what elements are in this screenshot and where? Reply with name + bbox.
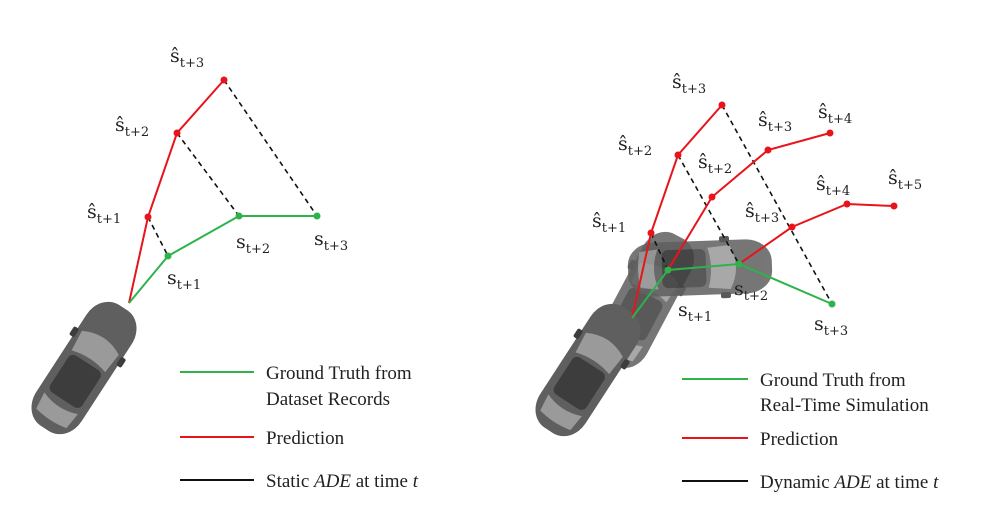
prediction-line-right-b	[667, 132, 831, 271]
prediction-line-right-a	[631, 104, 723, 319]
pred-point-t3	[220, 76, 228, 84]
ade-line-t1	[147, 216, 169, 257]
label-dyn-pred-c5: ŝt+5	[888, 167, 922, 193]
dyn-pred-b2	[708, 193, 716, 201]
label-pred-t1: ŝt+1	[87, 201, 121, 227]
label-gt-t2: st+2	[236, 231, 270, 257]
label-pred-t2: ŝt+2	[115, 114, 149, 140]
dyn-ade-line-t2	[677, 154, 740, 265]
gt-point-t3	[313, 212, 321, 220]
label-dyn-gt-t3: st+3	[814, 313, 848, 339]
legend-dyn-gt-label: Ground Truth from	[760, 370, 906, 391]
gt-point-t2	[235, 212, 243, 220]
ade-line-t3	[223, 79, 318, 217]
legend-left: Ground Truth from Dataset Records Predic…	[180, 363, 419, 492]
ego-car-left	[18, 290, 150, 446]
gt-point-t1	[164, 252, 172, 260]
dyn-pred-c3	[788, 223, 796, 231]
label-dyn-pred-c3: ŝt+3	[745, 200, 779, 226]
dyn-pred-a3	[718, 101, 726, 109]
dyn-pred-a1	[647, 229, 655, 237]
label-dyn-gt-t2: st+2	[734, 278, 768, 304]
prediction-line-left	[128, 79, 225, 304]
legend-dyn-ade-label: Dynamic ADE at time t	[760, 472, 939, 493]
right-panel: ŝt+1 ŝt+2 ŝt+3 ŝt+2 ŝt+3 ŝt+4 ŝt+3 ŝt+4 …	[522, 71, 939, 493]
left-panel: ŝt+1 ŝt+2 ŝt+3 st+1 st+2 st+3 Ground Tru…	[18, 45, 419, 492]
label-dyn-pred-a1: ŝt+1	[592, 210, 626, 236]
dyn-gt-t3	[828, 300, 836, 308]
dyn-ade-line-t1	[650, 232, 669, 271]
pred-point-t2	[173, 129, 181, 137]
dyn-pred-c4	[843, 200, 851, 208]
legend-dyn-gt-label-2: Real-Time Simulation	[760, 395, 929, 416]
ade-line-t2	[176, 132, 240, 217]
prediction-line-right-c	[738, 202, 895, 265]
dyn-ade-line-t3	[721, 104, 833, 305]
label-pred-t3: ŝt+3	[170, 45, 204, 71]
label-gt-t1: st+1	[167, 267, 201, 293]
dyn-pred-c5	[890, 202, 898, 210]
legend-gt-label-2: Dataset Records	[266, 389, 390, 410]
pred-point-t1	[144, 213, 152, 221]
dyn-pred-a2	[674, 151, 682, 159]
dyn-pred-b4	[826, 129, 834, 137]
label-dyn-pred-b2: ŝt+2	[698, 151, 732, 177]
label-dyn-pred-a3: ŝt+3	[672, 71, 706, 97]
dyn-gt-t2	[735, 260, 743, 268]
label-dyn-pred-c4: ŝt+4	[816, 173, 850, 199]
legend-ade-label: Static ADE at time t	[266, 471, 419, 492]
label-dyn-pred-b4: ŝt+4	[818, 101, 852, 127]
legend-dyn-pred-label: Prediction	[760, 429, 839, 450]
legend-right: Ground Truth from Real-Time Simulation P…	[682, 370, 939, 493]
legend-gt-label: Ground Truth from	[266, 363, 412, 384]
legend-pred-label: Prediction	[266, 428, 345, 449]
label-dyn-pred-b3: ŝt+3	[758, 109, 792, 135]
dyn-pred-b3	[764, 146, 772, 154]
label-dyn-pred-a2: ŝt+2	[618, 133, 652, 159]
ground-truth-line-left	[128, 215, 317, 304]
ground-truth-line-right	[631, 262, 833, 319]
label-dyn-gt-t1: st+1	[678, 299, 712, 325]
label-gt-t3: st+3	[314, 228, 348, 254]
dyn-gt-t1	[664, 266, 672, 274]
